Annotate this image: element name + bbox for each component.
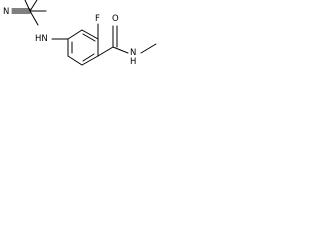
ring-bond bbox=[67, 55, 83, 66]
ring-bond bbox=[67, 29, 83, 40]
fluorine-label: F bbox=[95, 14, 100, 24]
ring-double-bond bbox=[82, 33, 96, 42]
chemical-structure: N HN F O N H bbox=[3, 0, 157, 66]
bonds bbox=[11, 0, 157, 66]
c-n-amide-bond bbox=[112, 46, 129, 54]
atom-labels: N HN F O N H bbox=[3, 7, 136, 66]
ring-bond bbox=[81, 55, 99, 66]
carbonyl-oxygen-label: O bbox=[112, 14, 119, 24]
aryl-carbonyl-bond bbox=[97, 46, 114, 57]
methyl-bond bbox=[29, 0, 38, 12]
nitrile-nitrogen-label: N bbox=[3, 7, 9, 17]
amide-nitrogen-label: N bbox=[130, 48, 136, 58]
ring-double-bond bbox=[82, 53, 95, 62]
c-n-bond bbox=[29, 10, 39, 26]
ring-bond bbox=[81, 29, 99, 40]
amide-hydrogen-label: H bbox=[130, 57, 136, 66]
amine-nh-label: HN bbox=[35, 34, 48, 44]
methyl-bond bbox=[24, 0, 31, 12]
n-methyl-bond bbox=[140, 43, 157, 54]
